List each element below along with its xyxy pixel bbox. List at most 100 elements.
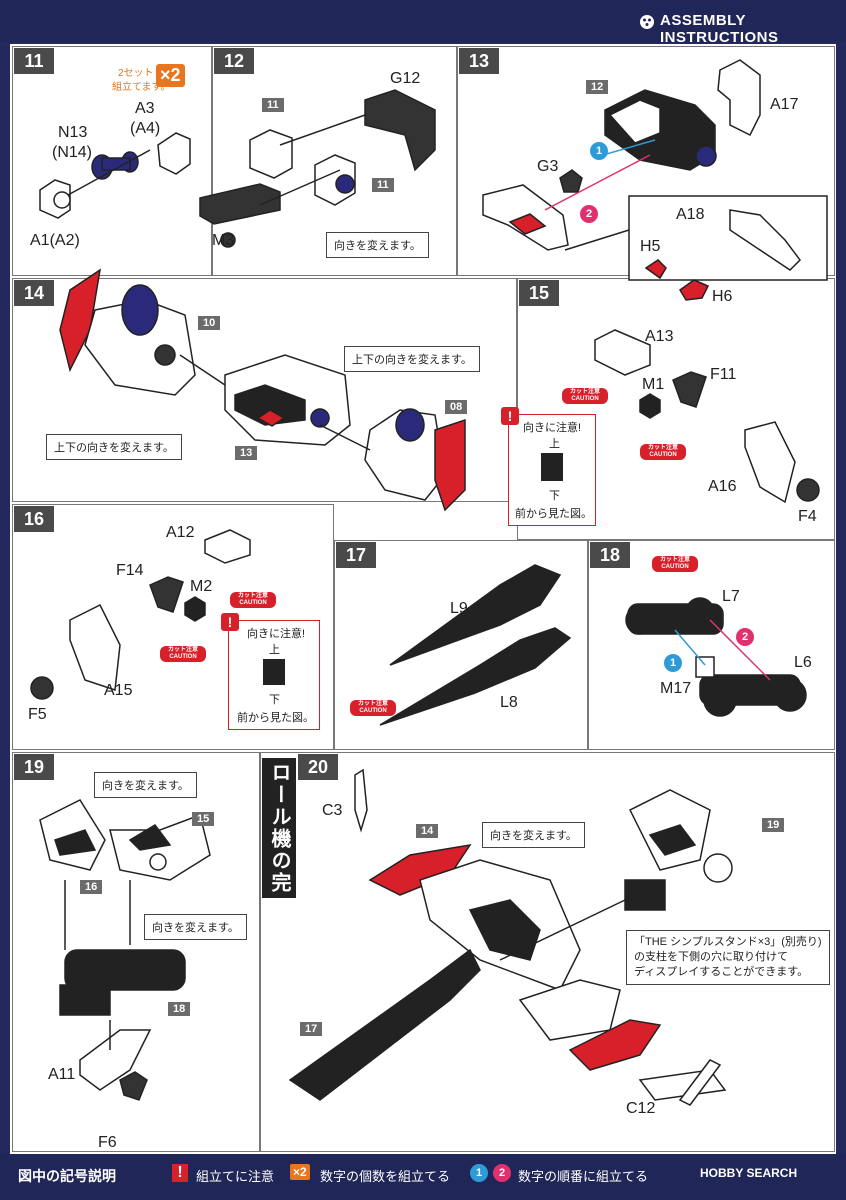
- ref-tag-10: 10: [198, 316, 221, 330]
- part-label-l9: L9: [450, 600, 468, 617]
- step12-note: 向きを変えます。: [326, 232, 429, 258]
- attn-title: 向きに注意!: [247, 628, 306, 640]
- part-label-c12: C12: [626, 1100, 656, 1117]
- attn-top: 上: [269, 644, 280, 656]
- part-label-a11: A11: [48, 1066, 76, 1083]
- step-number-15: 15: [519, 280, 559, 306]
- step-number-11: 11: [14, 48, 54, 74]
- legend-item-order: 数字の順番に組立てる: [518, 1169, 649, 1184]
- ref-tag-15: 15: [192, 812, 215, 826]
- ref-tag-11b: 11: [372, 178, 394, 192]
- attn-caption: 前から見た図。: [515, 508, 592, 520]
- part-label-g12: G12: [390, 70, 421, 87]
- caution-badge-15a: カット注意 CAUTION: [562, 388, 608, 404]
- stand-note: 「THE シンプルスタンド×3」(別売り) の支柱を下側の穴に取り付けて ディス…: [626, 930, 830, 985]
- page-title: ASSEMBLY INSTRUCTIONS: [660, 12, 779, 46]
- completion-banner: ロール機の完成: [234, 758, 296, 898]
- step-number-19: 19: [14, 754, 54, 780]
- caution-badge-17: カット注意 CAUTION: [350, 700, 396, 716]
- attn-bottom: 下: [549, 490, 560, 502]
- caution-badge-18: カット注意 CAUTION: [652, 556, 698, 572]
- part-label-a18: A18: [676, 206, 705, 223]
- attention-icon: !: [501, 407, 519, 425]
- part-label-l8: L8: [500, 694, 518, 711]
- part-label-a12: A12: [166, 524, 195, 541]
- multiplier-badge: ×2: [156, 64, 185, 87]
- caution-badge-16a: カット注意 CAUTION: [230, 592, 276, 608]
- order-badge-2: 2: [736, 628, 754, 646]
- part-label-a16: A16: [708, 478, 737, 495]
- attn-top: 上: [549, 438, 560, 450]
- part-label-f4: F4: [798, 508, 817, 525]
- attention-icon: !: [172, 1164, 188, 1182]
- symbol-legend: 図中の記号説明 ! 組立てに注意 ×2 数字の個数を組立てる 1 2 数字の順番…: [0, 1154, 846, 1200]
- legend-item-attention: 組立てに注意: [196, 1169, 275, 1184]
- part-label-m3: M3: [212, 232, 235, 249]
- part-label-c3: C3: [322, 802, 343, 819]
- step-number-13: 13: [459, 48, 499, 74]
- legend-title: 図中の記号説明: [18, 1168, 116, 1184]
- attn-caption: 前から見た図。: [237, 712, 314, 724]
- orientation-attention-box-16: ! 向きに注意! 上 下 前から見た図。: [221, 613, 320, 730]
- order-badge-2: 2: [580, 205, 598, 223]
- part-label-l6: L6: [794, 654, 812, 671]
- multiplier-icon: ×2: [290, 1164, 310, 1180]
- part-label-f5: F5: [28, 706, 47, 723]
- ref-tag-12: 12: [586, 80, 609, 94]
- ref-tag-19: 19: [762, 818, 785, 832]
- dots-icon: [640, 15, 654, 29]
- panel-step-18: [588, 540, 835, 750]
- part-label-f14: F14: [116, 562, 144, 579]
- attention-icon: !: [221, 613, 239, 631]
- ref-tag-16: 16: [80, 880, 103, 894]
- stand-note-line-1: 「THE シンプルスタンド×3」(別売り): [634, 936, 822, 948]
- step19-note-mid: 向きを変えます。: [144, 914, 247, 940]
- caution-badge-16b: カット注意 CAUTION: [160, 646, 206, 662]
- part-label-a17: A17: [770, 96, 799, 113]
- part-label-a3: A3: [135, 100, 155, 117]
- step-number-18: 18: [590, 542, 630, 568]
- ref-tag-17: 17: [300, 1022, 323, 1036]
- order-badge-1: 1: [664, 654, 682, 672]
- step-number-20: 20: [298, 754, 338, 780]
- step-number-16: 16: [14, 506, 54, 532]
- step14-note-right: 上下の向きを変えます。: [344, 346, 480, 372]
- part-label-n13: N13: [58, 124, 88, 141]
- ref-tag-13: 13: [235, 446, 258, 460]
- part-label-g3: G3: [537, 158, 559, 175]
- part-label-a13: A13: [645, 328, 674, 345]
- orientation-attention-box-15: ! 向きに注意! 上 下 前から見た図。: [501, 407, 596, 526]
- attn-title: 向きに注意!: [523, 422, 582, 434]
- attn-bottom: 下: [269, 694, 280, 706]
- attn-part-icon: [541, 453, 563, 481]
- ref-tag-14: 14: [416, 824, 439, 838]
- part-label-m17: M17: [660, 680, 692, 697]
- part-label-a1-a2: A1(A2): [30, 232, 80, 249]
- part-label-f11: F11: [710, 366, 737, 383]
- part-label-m2: M2: [190, 578, 213, 595]
- part-label-h6: H6: [712, 288, 733, 305]
- part-label-h5: H5: [640, 238, 661, 255]
- part-label-a15: A15: [104, 682, 133, 699]
- ref-tag-18: 18: [168, 1002, 191, 1016]
- order-badge-1: 1: [590, 142, 608, 160]
- step-number-14: 14: [14, 280, 54, 306]
- part-label-l7: L7: [722, 588, 740, 605]
- step-number-17: 17: [336, 542, 376, 568]
- order-1-icon: 1: [470, 1164, 488, 1182]
- stand-note-line-2: の支柱を下側の穴に取り付けて: [634, 951, 788, 963]
- caution-badge-15b: カット注意 CAUTION: [640, 444, 686, 460]
- part-label-n14: (N14): [52, 144, 93, 161]
- step-number-12: 12: [214, 48, 254, 74]
- legend-item-count: 数字の個数を組立てる: [320, 1169, 451, 1184]
- part-label-m1: M1: [642, 376, 665, 393]
- step19-note-top: 向きを変えます。: [94, 772, 197, 798]
- step11-note-top: 2セット: [118, 68, 154, 79]
- attn-part-icon: [263, 659, 285, 685]
- order-2-icon: 2: [493, 1164, 511, 1182]
- step20-note: 向きを変えます。: [482, 822, 585, 848]
- ref-tag-11a: 11: [262, 98, 284, 112]
- part-label-a4: (A4): [130, 120, 161, 137]
- header-bar: ASSEMBLY INSTRUCTIONS: [0, 0, 846, 46]
- step14-note-left: 上下の向きを変えます。: [46, 434, 182, 460]
